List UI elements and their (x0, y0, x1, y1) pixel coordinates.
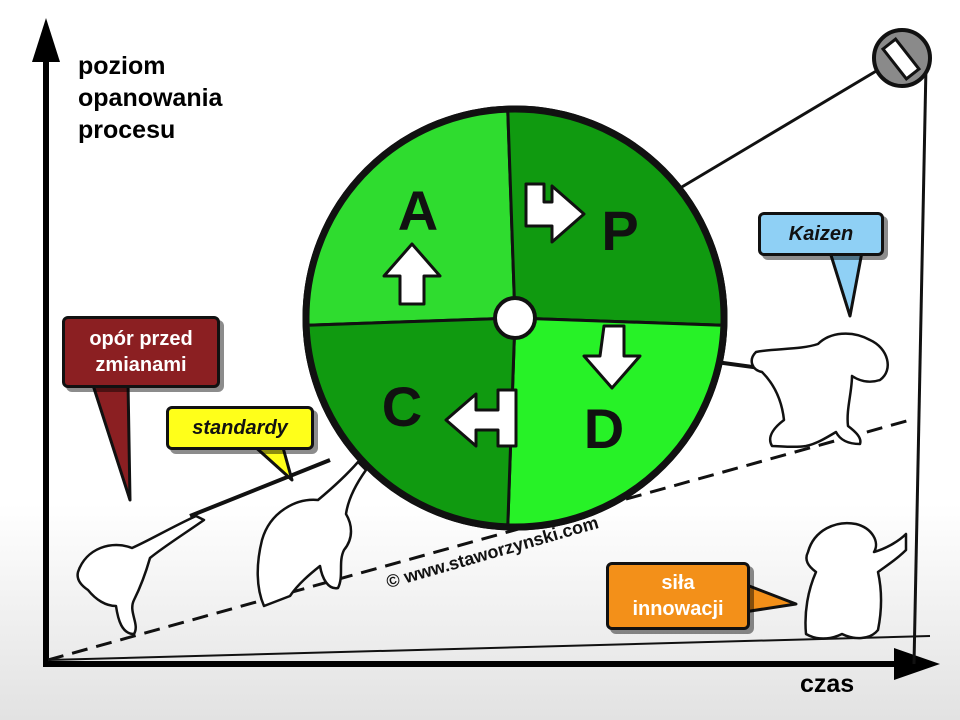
quadrant-check (306, 316, 517, 527)
quadrant-letter-p: P (601, 199, 638, 262)
kaizen-wedge (47, 635, 931, 661)
tail-innovation (742, 582, 798, 614)
x-axis-label: czas (800, 670, 855, 698)
y-axis-label-line-1: poziom (78, 52, 166, 80)
quadrant-letter-a: A (398, 179, 438, 242)
figure-middle (256, 460, 368, 608)
arrow-do-to-check (444, 388, 518, 448)
arrow-plan-to-do (582, 324, 642, 390)
x-axis-arrow (894, 648, 940, 680)
y-axis-label: poziom opanowania procesu (78, 50, 222, 146)
callout-resistance-line-2: zmianami (95, 354, 187, 376)
quadrant-do (506, 316, 724, 527)
axes (32, 18, 940, 680)
callout-standards: standardy (166, 406, 314, 450)
y-axis-arrow (32, 18, 60, 62)
pulley-right-line (912, 65, 928, 665)
callout-standards-label: standardy (192, 417, 288, 439)
rope-lower (189, 458, 331, 518)
y-axis-label-line-3: procesu (78, 116, 176, 144)
callout-innovation-line-1: siła (661, 572, 695, 594)
figures (76, 332, 908, 640)
tail-resistance (90, 380, 132, 502)
quadrant-act (306, 109, 517, 327)
callout-innovation: siła innowacji (606, 562, 750, 630)
callout-resistance-line-1: opór przed (89, 328, 193, 350)
pulley-icon (872, 28, 932, 88)
tail-kaizen (828, 250, 864, 318)
wheel-hub (493, 296, 537, 340)
callout-resistance: opór przed zmianami (62, 316, 220, 388)
callout-kaizen: Kaizen (758, 212, 884, 256)
quadrant-plan (506, 109, 724, 327)
figure-left (76, 514, 206, 636)
y-axis-label-line-2: opanowania (78, 84, 223, 112)
figure-right-top (750, 332, 889, 449)
callout-innovation-line-2: innowacji (632, 598, 724, 620)
figure-right-bottom (804, 521, 908, 640)
rope-upper (659, 62, 889, 202)
quadrant-letter-d: D (584, 397, 624, 460)
arrow-check-to-act (382, 242, 442, 306)
quadrant-letter-c: C (382, 375, 422, 438)
pdca-wheel: A P D C (302, 105, 728, 531)
cycle-arrows (382, 182, 642, 448)
arrow-act-to-plan (524, 182, 586, 244)
callout-kaizen-label: Kaizen (788, 223, 854, 245)
